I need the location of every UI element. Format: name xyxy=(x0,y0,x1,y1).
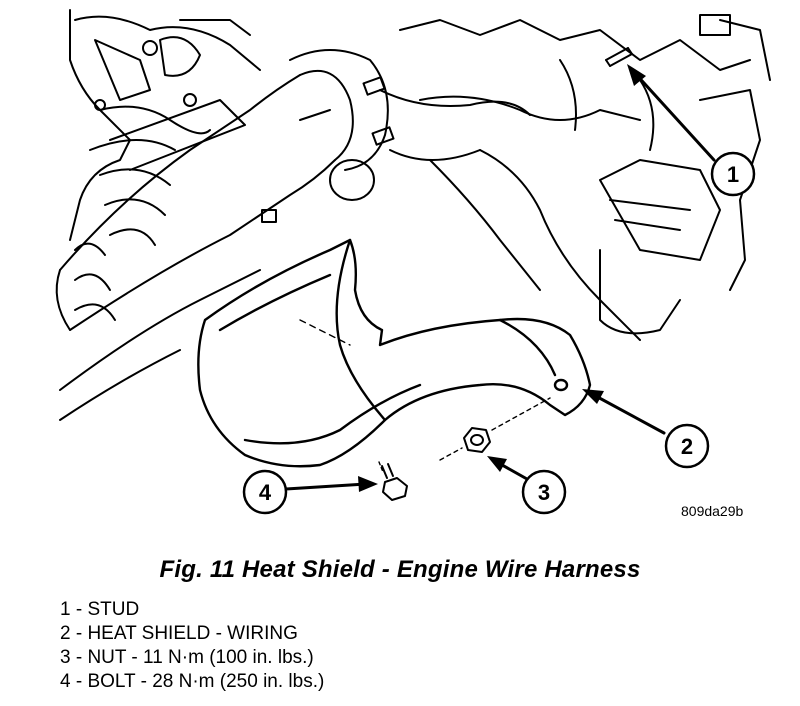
parts-legend: 1 - STUD 2 - HEAT SHIELD - WIRING 3 - NU… xyxy=(60,598,324,694)
callout-4: 4 xyxy=(242,469,288,515)
callout-3: 3 xyxy=(521,469,567,515)
heat-shield-illustration: 1 2 3 4 xyxy=(55,9,771,515)
legend-item-nut: 3 - NUT - 11 N·m (100 in. lbs.) xyxy=(60,647,314,668)
figure-caption: Fig. 11 Heat Shield - Engine Wire Harnes… xyxy=(159,556,641,583)
svg-text:3: 3 xyxy=(538,480,550,505)
legend-item-bolt: 4 - BOLT - 28 N·m (250 in. lbs.) xyxy=(60,671,325,692)
stud-part xyxy=(605,47,633,67)
figure-reference-code: 809da29b xyxy=(681,503,744,519)
wire-harness xyxy=(379,89,541,291)
bolt-part xyxy=(378,461,408,501)
engine-block xyxy=(69,9,261,241)
svg-text:4: 4 xyxy=(259,480,272,505)
flange-bolts xyxy=(261,76,395,223)
legend-item-stud: 1 - STUD xyxy=(60,599,140,620)
callout-arrowheads xyxy=(358,64,646,492)
svg-text:2: 2 xyxy=(681,434,693,459)
callout-2: 2 xyxy=(664,423,710,469)
callout-leaders xyxy=(284,70,716,491)
technical-drawing: 1 2 3 4 xyxy=(55,9,771,515)
nut-part xyxy=(439,397,551,461)
svg-text:1: 1 xyxy=(727,162,739,187)
heat-shield-part xyxy=(197,238,592,468)
callout-circles: 1 2 3 4 xyxy=(242,151,756,515)
legend-item-heat-shield: 2 - HEAT SHIELD - WIRING xyxy=(60,623,298,644)
callout-1: 1 xyxy=(710,151,756,197)
exhaust-pipe xyxy=(55,49,389,421)
